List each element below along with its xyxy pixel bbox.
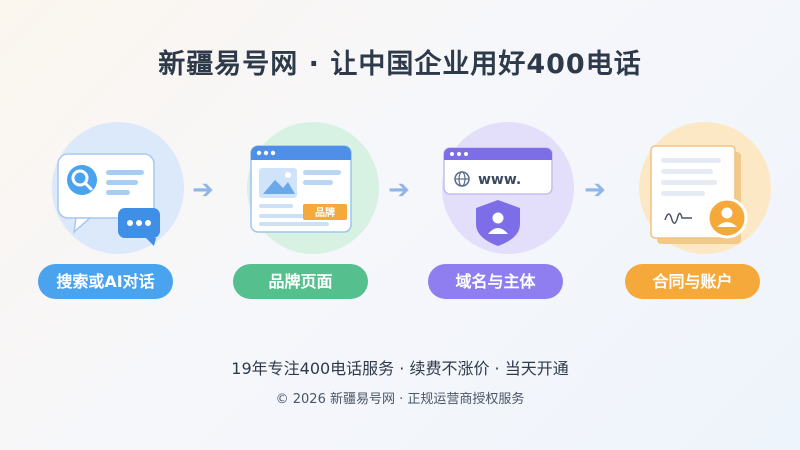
arrow-right-icon: ➔ (388, 175, 410, 205)
step-label: 域名与主体 (428, 264, 563, 299)
brand-badge: 品牌 (315, 206, 335, 219)
domain-shield-icon: www. (443, 147, 553, 246)
step-label: 搜索或AI对话 (38, 264, 173, 299)
contract-account-icon (650, 145, 748, 244)
copyright: © 2026 新疆易号网 · 正规运营商授权服务 (275, 392, 525, 407)
search-chat-icon (57, 153, 160, 246)
arrow-right-icon: ➔ (584, 175, 606, 205)
page-title: 新疆易号网 · 让中国企业用好400电话 (158, 49, 642, 80)
service-features: 19年专注400电话服务 · 续费不涨价 · 当天开通 (231, 359, 569, 378)
arrow-right-icon: ➔ (192, 175, 214, 205)
step-label: 合同与账户 (625, 264, 760, 299)
brand-page-icon: 品牌 (250, 145, 352, 233)
url-text: www. (478, 172, 521, 188)
step-label: 品牌页面 (233, 264, 368, 299)
